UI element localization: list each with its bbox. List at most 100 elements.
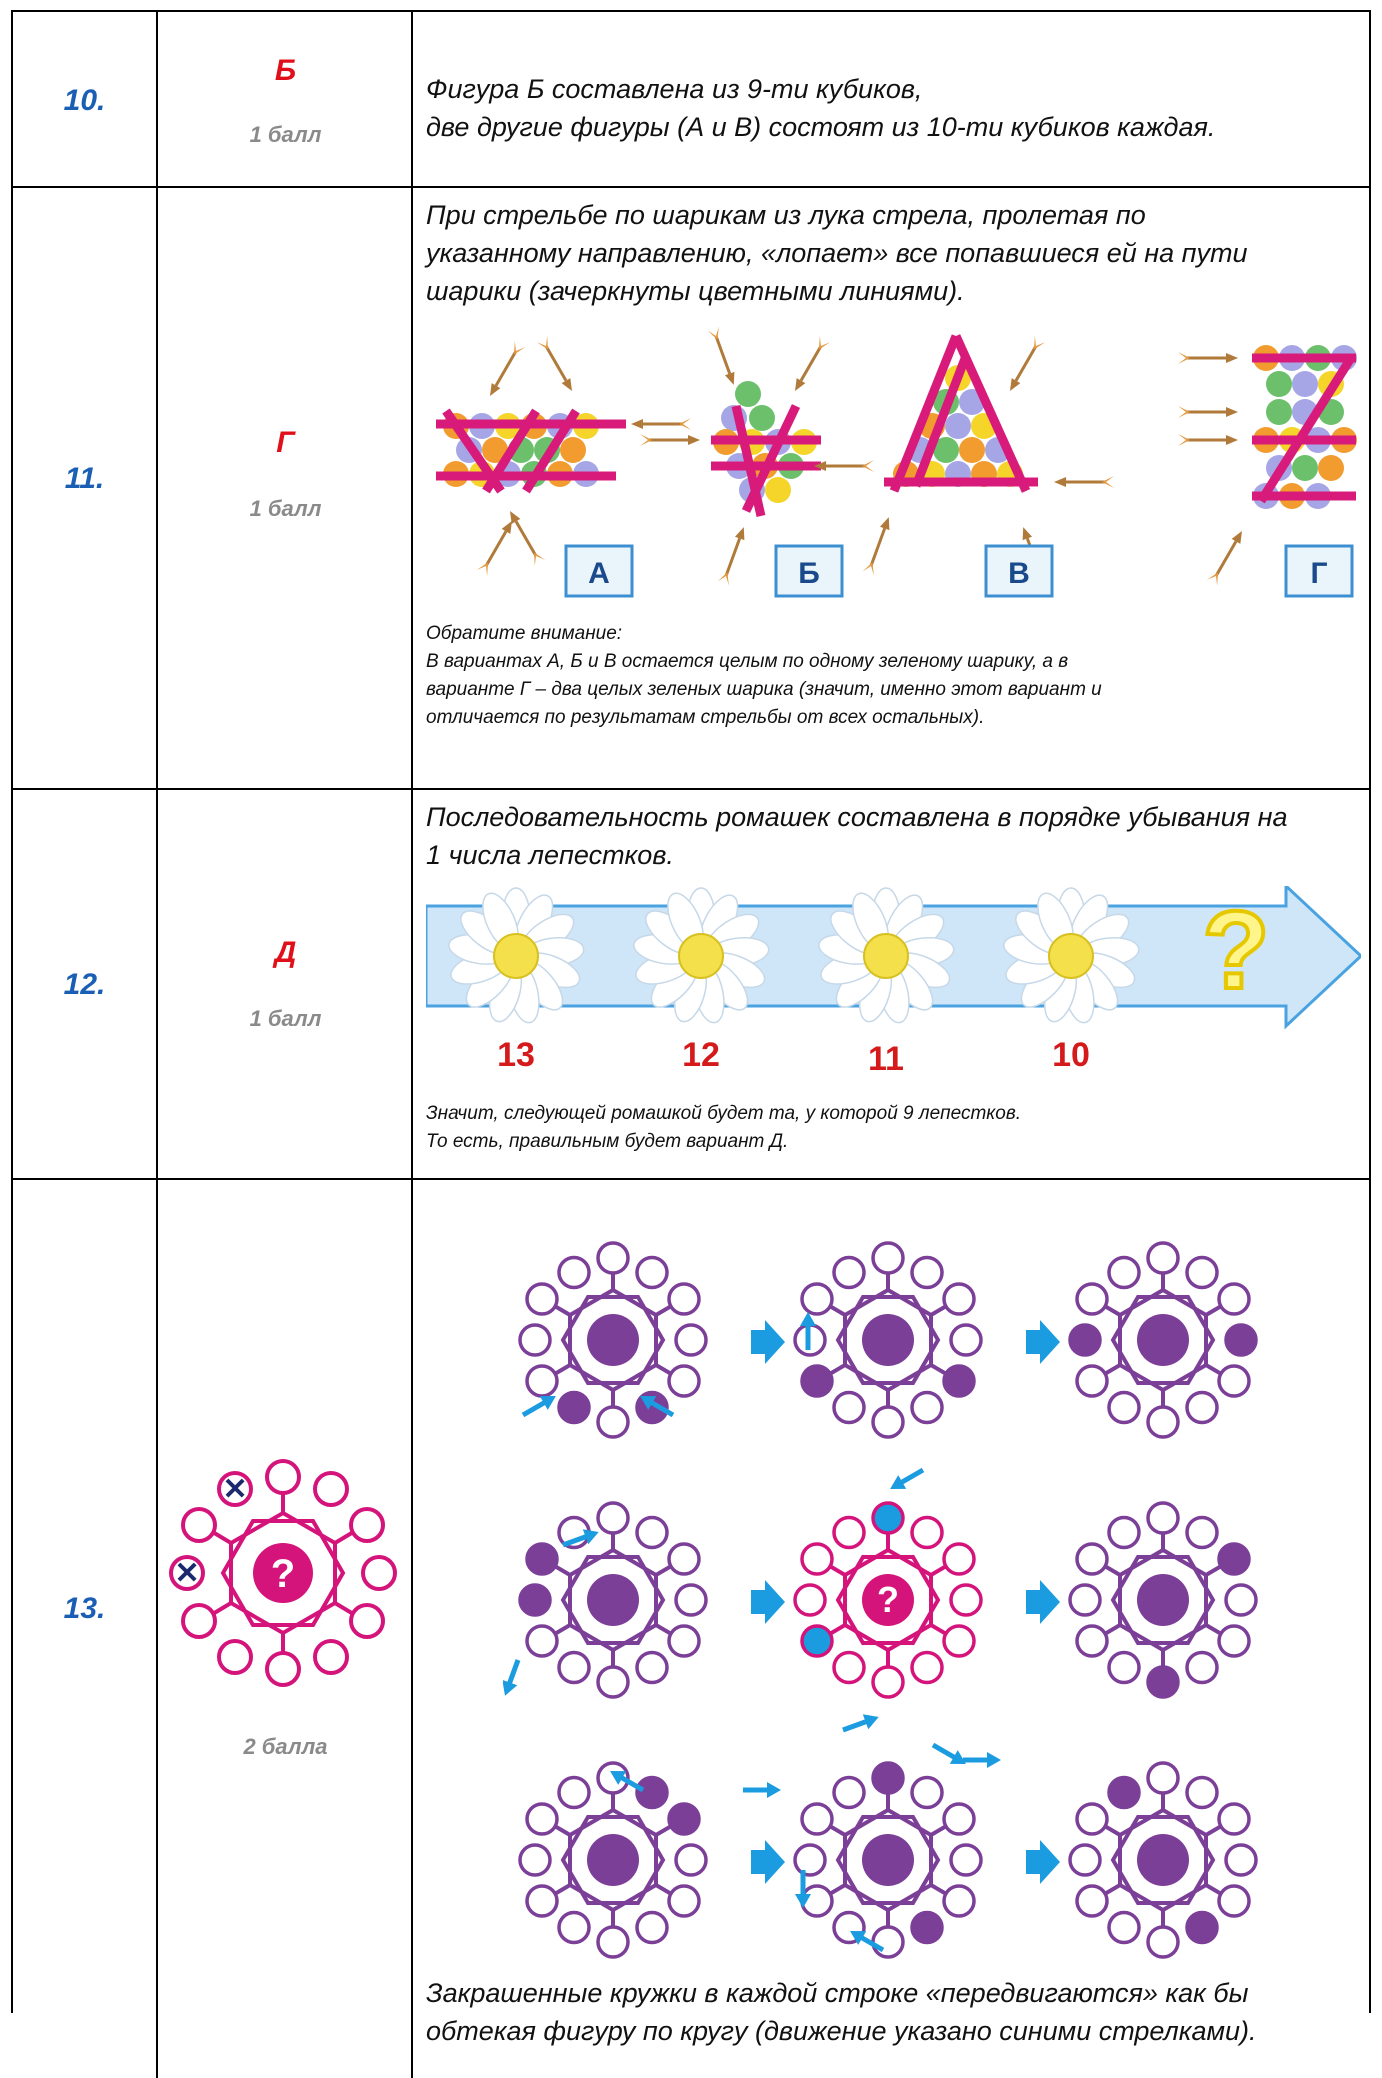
empty-circle (832, 1515, 866, 1550)
empty-circle (942, 1282, 976, 1316)
filled-circle (1224, 1323, 1258, 1357)
points-label: 1 балл (249, 496, 322, 521)
empty-circle (525, 1282, 559, 1316)
empty-circle (1217, 1884, 1251, 1918)
empty-circle (1068, 1843, 1102, 1877)
balloon-shooting-illustration: А Б (436, 324, 1357, 598)
filled-circle (1068, 1323, 1102, 1357)
filled-circle (1107, 1775, 1141, 1810)
petal-count: 13 (497, 1036, 535, 1074)
hub-circle (862, 1574, 914, 1626)
empty-circle (667, 1542, 701, 1576)
pattern-figure (1068, 1761, 1258, 1959)
empty-circle (871, 1405, 905, 1439)
empty-circle (1224, 1583, 1258, 1617)
explanation-text: Последовательность ромашек составлена в … (426, 802, 1288, 870)
empty-circle (800, 1542, 834, 1576)
sequence-arrow (751, 1580, 785, 1624)
explanation-text: Закрашенные кружки в каждой строке «пере… (426, 1978, 1257, 2046)
option-a-figure: А (436, 334, 693, 598)
filled-circle (800, 1364, 834, 1398)
hub-circle (587, 1574, 639, 1626)
filled-circle (871, 1501, 905, 1535)
empty-circle (871, 1925, 905, 1959)
empty-circle (942, 1802, 976, 1836)
question-figure: ? ✕ ✕ (169, 1459, 397, 1687)
question-number: 10. (63, 84, 106, 117)
points-label: 1 балл (249, 122, 322, 147)
question-mark: ? (877, 1579, 899, 1620)
cross-mark: ✕ (174, 1557, 199, 1590)
empty-circle (596, 1241, 630, 1275)
empty-circle (1185, 1775, 1219, 1810)
filled-circle (942, 1364, 976, 1398)
empty-circle (1185, 1390, 1219, 1425)
hub-circle (587, 1314, 639, 1366)
motion-arrow (521, 1396, 556, 1418)
points-label: 1 балл (249, 1006, 322, 1031)
empty-circle (1075, 1884, 1109, 1918)
filled-circle (1185, 1910, 1219, 1945)
sequence-arrow (751, 1320, 785, 1364)
empty-circle (635, 1650, 669, 1685)
empty-circle (1107, 1515, 1141, 1550)
sequence-arrow (1026, 1580, 1060, 1624)
empty-circle (557, 1255, 591, 1290)
option-label-v: В (1008, 557, 1030, 590)
sequence-arrow (1026, 1840, 1060, 1884)
motion-arrow (963, 1752, 1001, 1768)
filled-circle (800, 1624, 834, 1658)
pattern-figure (1068, 1241, 1258, 1439)
pattern-figure (518, 1761, 708, 1959)
pattern-figure (793, 1761, 983, 1959)
empty-circle (596, 1761, 630, 1795)
points-label: 2 балла (243, 1734, 328, 1759)
note-text: Обратите внимание: В вариантах А, Б и В … (426, 623, 1102, 728)
option-label-g: Г (1310, 557, 1327, 590)
motion-arrow (640, 1396, 675, 1418)
answers-table: 10. Б 1 балл Фигура Б составлена из 9-ти… (11, 10, 1371, 2078)
empty-circle (949, 1323, 983, 1357)
empty-circle (800, 1802, 834, 1836)
motion-arrow (562, 1529, 599, 1548)
motion-arrow (743, 1782, 781, 1798)
empty-circle (871, 1241, 905, 1275)
empty-circle (1075, 1624, 1109, 1658)
filled-circle (667, 1802, 701, 1836)
empty-circle (1185, 1515, 1219, 1550)
pattern-figure (518, 1501, 708, 1699)
petal-count: 11 (868, 1040, 904, 1078)
empty-circle (832, 1775, 866, 1810)
empty-circle (557, 1910, 591, 1945)
motion-arrow (842, 1714, 879, 1733)
table-row-13: 13. 2 балла ? ✕ ✕ (13, 1178, 1369, 2078)
empty-circle (557, 1650, 591, 1685)
question-mark: ? (1202, 889, 1269, 1012)
question-mark: ? (271, 1552, 295, 1596)
motion-arrow (800, 1312, 816, 1350)
empty-circle (910, 1515, 944, 1550)
empty-circle (832, 1650, 866, 1685)
question-number: 12. (63, 968, 106, 1001)
table-row-12: 12. Д 1 балл Последовательность ромашек … (13, 788, 1369, 1180)
motion-arrow (890, 1467, 925, 1489)
empty-circle (1185, 1255, 1219, 1290)
motion-arrow (610, 1771, 645, 1793)
empty-circle (1075, 1542, 1109, 1576)
empty-circle (871, 1665, 905, 1699)
hub-circle (587, 1834, 639, 1886)
empty-circle (910, 1775, 944, 1810)
hub-circle (862, 1834, 914, 1886)
empty-circle (1075, 1282, 1109, 1316)
filled-circle (910, 1910, 944, 1945)
daisy-sequence-illustration: ? 13 12 11 10 (426, 886, 1361, 1078)
filled-circle (557, 1390, 591, 1425)
empty-circle (667, 1624, 701, 1658)
option-label-b: Б (798, 557, 820, 590)
note-text: Значит, следующей ромашкой будет та, у к… (426, 1103, 1022, 1152)
cross-mark: ✕ (222, 1473, 247, 1506)
pattern-figure (518, 1241, 708, 1439)
empty-circle (1107, 1650, 1141, 1685)
answer-letter: Г (276, 426, 295, 459)
filled-circle (871, 1761, 905, 1795)
